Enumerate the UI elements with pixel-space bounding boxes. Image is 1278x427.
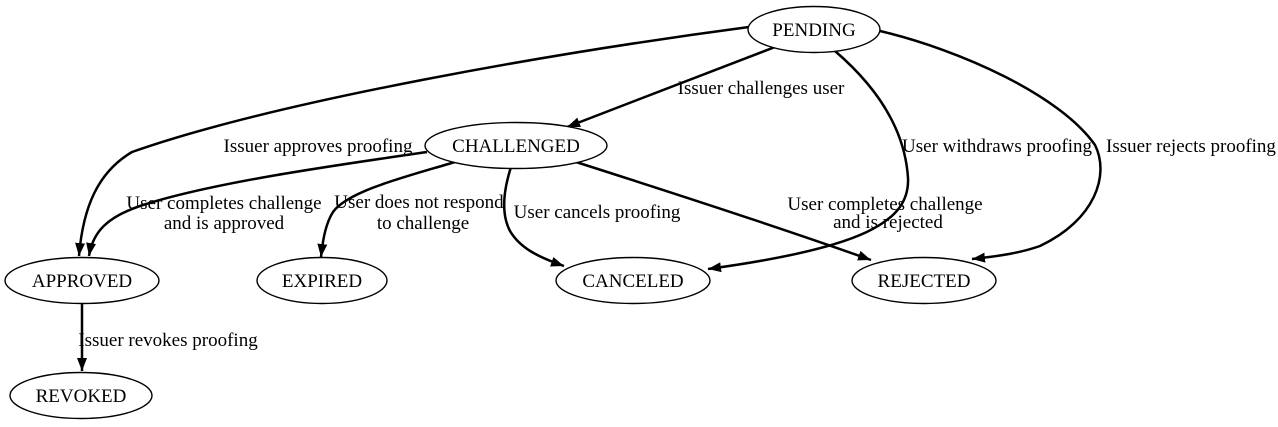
edge-label-issuer-challenges-user: Issuer challenges user <box>678 78 845 99</box>
node-revoked: REVOKED <box>9 371 153 420</box>
node-approved-label: APPROVED <box>32 271 132 292</box>
edge-pending-challenged <box>566 45 776 129</box>
edges <box>75 25 1102 371</box>
edge-challenged-canceled <box>502 166 565 268</box>
edge-pending-rejected <box>879 29 1102 263</box>
edge-label-user-completes-challenge-approved-line1: User completes challenge <box>126 193 321 214</box>
node-pending-label: PENDING <box>772 20 856 41</box>
edge-challenged-approved <box>86 150 428 257</box>
node-expired-label: EXPIRED <box>282 271 362 292</box>
node-pending-ellipse <box>747 5 881 54</box>
node-challenged: CHALLENGED <box>424 121 608 170</box>
edge-label-user-completes-challenge-rejected-line2: and is rejected <box>833 212 943 233</box>
node-revoked-label: REVOKED <box>36 386 127 407</box>
node-expired: EXPIRED <box>256 256 388 305</box>
edge-challenged-rejected <box>575 160 872 262</box>
node-canceled-ellipse <box>555 256 711 305</box>
node-canceled-label: CANCELED <box>582 271 683 292</box>
node-challenged-ellipse <box>424 121 608 170</box>
node-revoked-ellipse <box>9 371 153 420</box>
node-pending: PENDING <box>747 5 881 54</box>
edge-label-issuer-revokes-proofing: Issuer revokes proofing <box>78 330 258 351</box>
node-approved: APPROVED <box>4 256 160 305</box>
node-rejected-label: REJECTED <box>878 271 971 292</box>
node-canceled: CANCELED <box>555 256 711 305</box>
nodes: PENDING CHALLENGED APPROVED EXPIRED CANC… <box>4 5 997 420</box>
edge-challenged-expired <box>317 160 456 258</box>
edge-pending-approved <box>75 25 750 257</box>
node-expired-ellipse <box>256 256 388 305</box>
node-challenged-label: CHALLENGED <box>452 136 580 157</box>
edge-label-issuer-approves-proofing: Issuer approves proofing <box>224 136 413 157</box>
edge-label-user-withdraws-proofing: User withdraws proofing <box>902 136 1092 157</box>
edge-label-user-completes-challenge-rejected-line1: User completes challenge <box>787 194 982 215</box>
edge-label-issuer-rejects-proofing: Issuer rejects proofing <box>1106 136 1276 157</box>
node-rejected: REJECTED <box>851 256 997 305</box>
node-rejected-ellipse <box>851 256 997 305</box>
edge-labels: Issuer challenges user Issuer approves p… <box>78 78 1276 351</box>
edge-label-user-completes-challenge-approved-line2: and is approved <box>164 213 285 234</box>
edge-label-user-does-not-respond-line1: User does not respond <box>334 192 504 213</box>
edge-label-user-does-not-respond-line2: to challenge <box>377 213 469 234</box>
edge-pending-canceled <box>707 50 910 273</box>
edge-label-user-cancels-proofing: User cancels proofing <box>514 202 681 223</box>
node-approved-ellipse <box>4 256 160 305</box>
